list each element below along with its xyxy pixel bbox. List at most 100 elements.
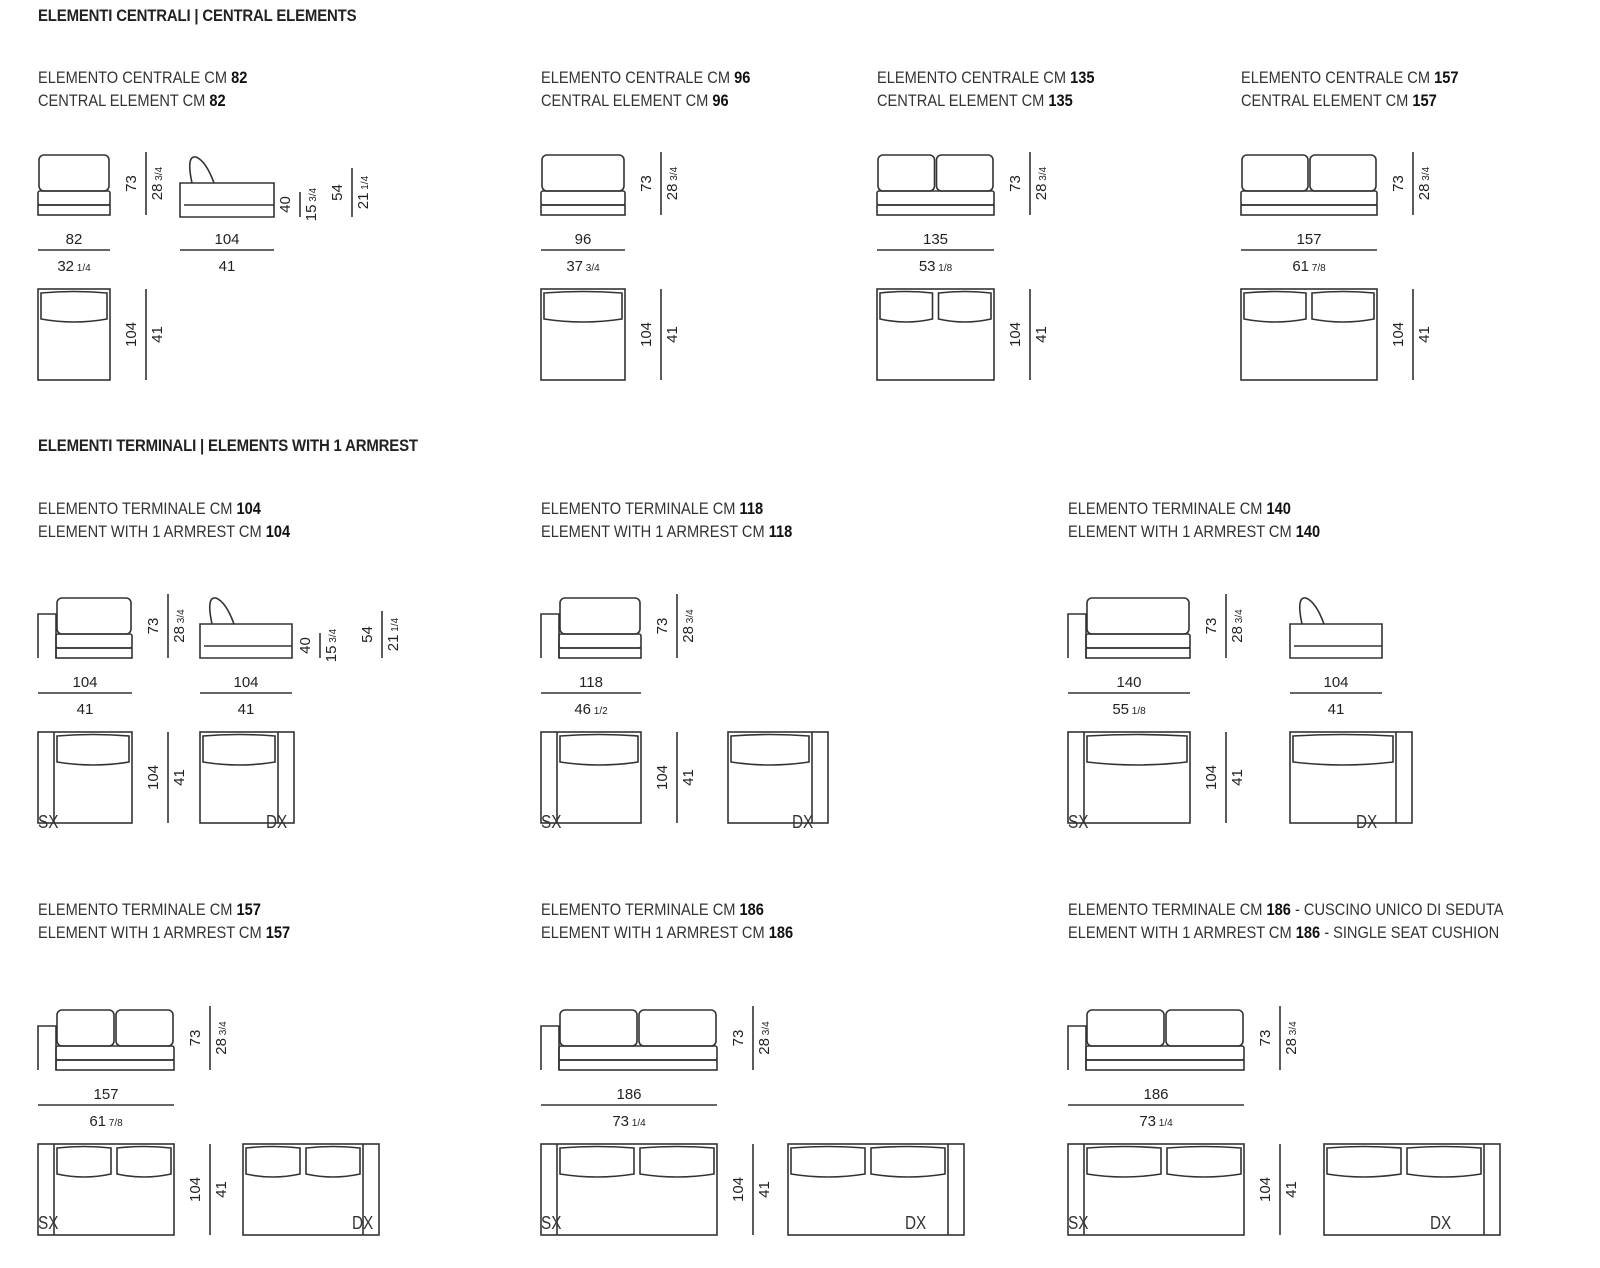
back-cushion xyxy=(541,154,625,192)
sofa-base xyxy=(558,1059,718,1071)
height-cm-label: 40 xyxy=(297,637,314,654)
back-cushion-plan xyxy=(790,1145,866,1178)
height-inch-label: 28 3/4 xyxy=(1033,166,1050,200)
width-inch-label: 41 xyxy=(1328,701,1345,718)
section-title-terminal: ELEMENTI TERMINALI | ELEMENTS WITH 1 ARM… xyxy=(38,436,418,455)
side-back-cushion xyxy=(208,597,235,625)
back-cushion xyxy=(115,1009,174,1047)
seat-cushion xyxy=(558,1045,718,1061)
height-cm-label: 104 xyxy=(654,765,671,790)
width-inch-label: 61 7/8 xyxy=(89,1113,123,1130)
height-cm-label: 73 xyxy=(1007,175,1024,192)
height-inch-label: 28 3/4 xyxy=(1416,166,1433,200)
element-title: ELEMENTO TERMINALE CM 186 - CUSCINO UNIC… xyxy=(1068,900,1504,942)
width-inch-label: 53 1/8 xyxy=(919,258,953,275)
plan-outline xyxy=(37,288,111,381)
height-cm-label: 73 xyxy=(638,175,655,192)
height-cm-label: 54 xyxy=(359,626,376,643)
height-inch-label: 28 3/4 xyxy=(1229,609,1246,643)
height-inch-label: 41 xyxy=(756,1181,773,1198)
height-cm-label: 40 xyxy=(277,196,294,213)
element-title: ELEMENTO TERMINALE CM 140 ELEMENT WITH 1… xyxy=(1068,499,1321,541)
back-cushion-plan xyxy=(245,1145,301,1178)
width-inch-label: 46 1/2 xyxy=(574,701,608,718)
plan-outline xyxy=(540,731,642,824)
height-cm-label: 54 xyxy=(329,184,346,201)
width-cm-label: 104 xyxy=(1323,674,1348,691)
terminal-side-profile: 104 41 xyxy=(1289,597,1383,718)
plan-outline xyxy=(242,1143,380,1236)
plan-outline xyxy=(787,1143,965,1236)
width-inch-label: 41 xyxy=(238,701,255,718)
height-inch-label: 28 3/4 xyxy=(213,1021,230,1055)
height-cm-label: 104 xyxy=(187,1177,204,1202)
back-cushion-plan xyxy=(56,733,130,766)
width-inch-label: 61 7/8 xyxy=(1292,258,1326,275)
sofa-base xyxy=(55,647,133,659)
sofa-base xyxy=(876,204,995,216)
height-inch-label: 41 xyxy=(1033,326,1050,343)
height-inch-label: 28 3/4 xyxy=(149,166,166,200)
plan-outline xyxy=(1067,1143,1245,1236)
back-cushion xyxy=(1309,154,1377,192)
back-cushion xyxy=(1241,154,1309,192)
plan-outline xyxy=(1323,1143,1501,1236)
back-cushion-plan xyxy=(305,1145,361,1178)
height-inch-label: 21 1/4 xyxy=(385,617,402,651)
armrest xyxy=(540,613,560,658)
height-cm-label: 73 xyxy=(1203,618,1220,635)
plan-outline xyxy=(199,731,295,824)
width-inch-label: 73 1/4 xyxy=(612,1113,646,1130)
sofa-base xyxy=(1085,1059,1245,1071)
width-cm-label: 96 xyxy=(575,231,592,248)
back-cushion xyxy=(559,597,641,635)
height-inch-label: 28 3/4 xyxy=(680,609,697,643)
back-cushion xyxy=(559,1009,638,1047)
element-title: ELEMENTO CENTRALE CM 157 CENTRAL ELEMENT… xyxy=(1241,68,1459,110)
height-inch-label: 15 3/4 xyxy=(323,628,340,662)
seat-cushion xyxy=(1085,633,1191,649)
height-inch-label: 28 3/4 xyxy=(664,166,681,200)
seat-cushion xyxy=(37,190,111,206)
height-inch-label: 28 3/4 xyxy=(171,609,188,643)
height-cm-label: 104 xyxy=(638,322,655,347)
height-cm-label: 104 xyxy=(123,322,140,347)
width-cm-label: 104 xyxy=(72,674,97,691)
plan-outline xyxy=(540,288,626,381)
plan-outline xyxy=(540,1143,718,1236)
side-back-cushion xyxy=(188,156,215,184)
height-cm-label: 104 xyxy=(1203,765,1220,790)
seat-cushion xyxy=(540,190,626,206)
height-inch-label: 41 xyxy=(171,769,188,786)
height-inch-label: 21 1/4 xyxy=(355,175,372,209)
width-inch-label: 55 1/8 xyxy=(1112,701,1146,718)
seat-cushion xyxy=(55,1045,175,1061)
back-cushion-plan xyxy=(1086,1145,1162,1178)
seat-cushion xyxy=(55,633,133,649)
right-version-label: DX xyxy=(792,812,814,832)
height-cm-label: 73 xyxy=(1257,1030,1274,1047)
armrest xyxy=(540,1025,560,1070)
sofa-base xyxy=(1240,204,1378,216)
width-cm-label: 118 xyxy=(579,674,603,691)
seat-cushion xyxy=(1240,190,1378,206)
height-cm-label: 73 xyxy=(1390,175,1407,192)
width-cm-label: 104 xyxy=(214,231,239,248)
width-cm-label: 104 xyxy=(233,674,258,691)
height-cm-label: 73 xyxy=(730,1030,747,1047)
height-inch-label: 28 3/4 xyxy=(1283,1021,1300,1055)
plan-outline xyxy=(37,731,133,824)
back-cushion-plan xyxy=(1292,733,1394,766)
back-cushion-plan xyxy=(40,290,108,323)
width-cm-label: 186 xyxy=(1143,1086,1168,1103)
terminal-side-profile: 104 41 40 15 3/4 54 21 1/4 xyxy=(199,597,402,718)
armrest xyxy=(37,613,57,658)
